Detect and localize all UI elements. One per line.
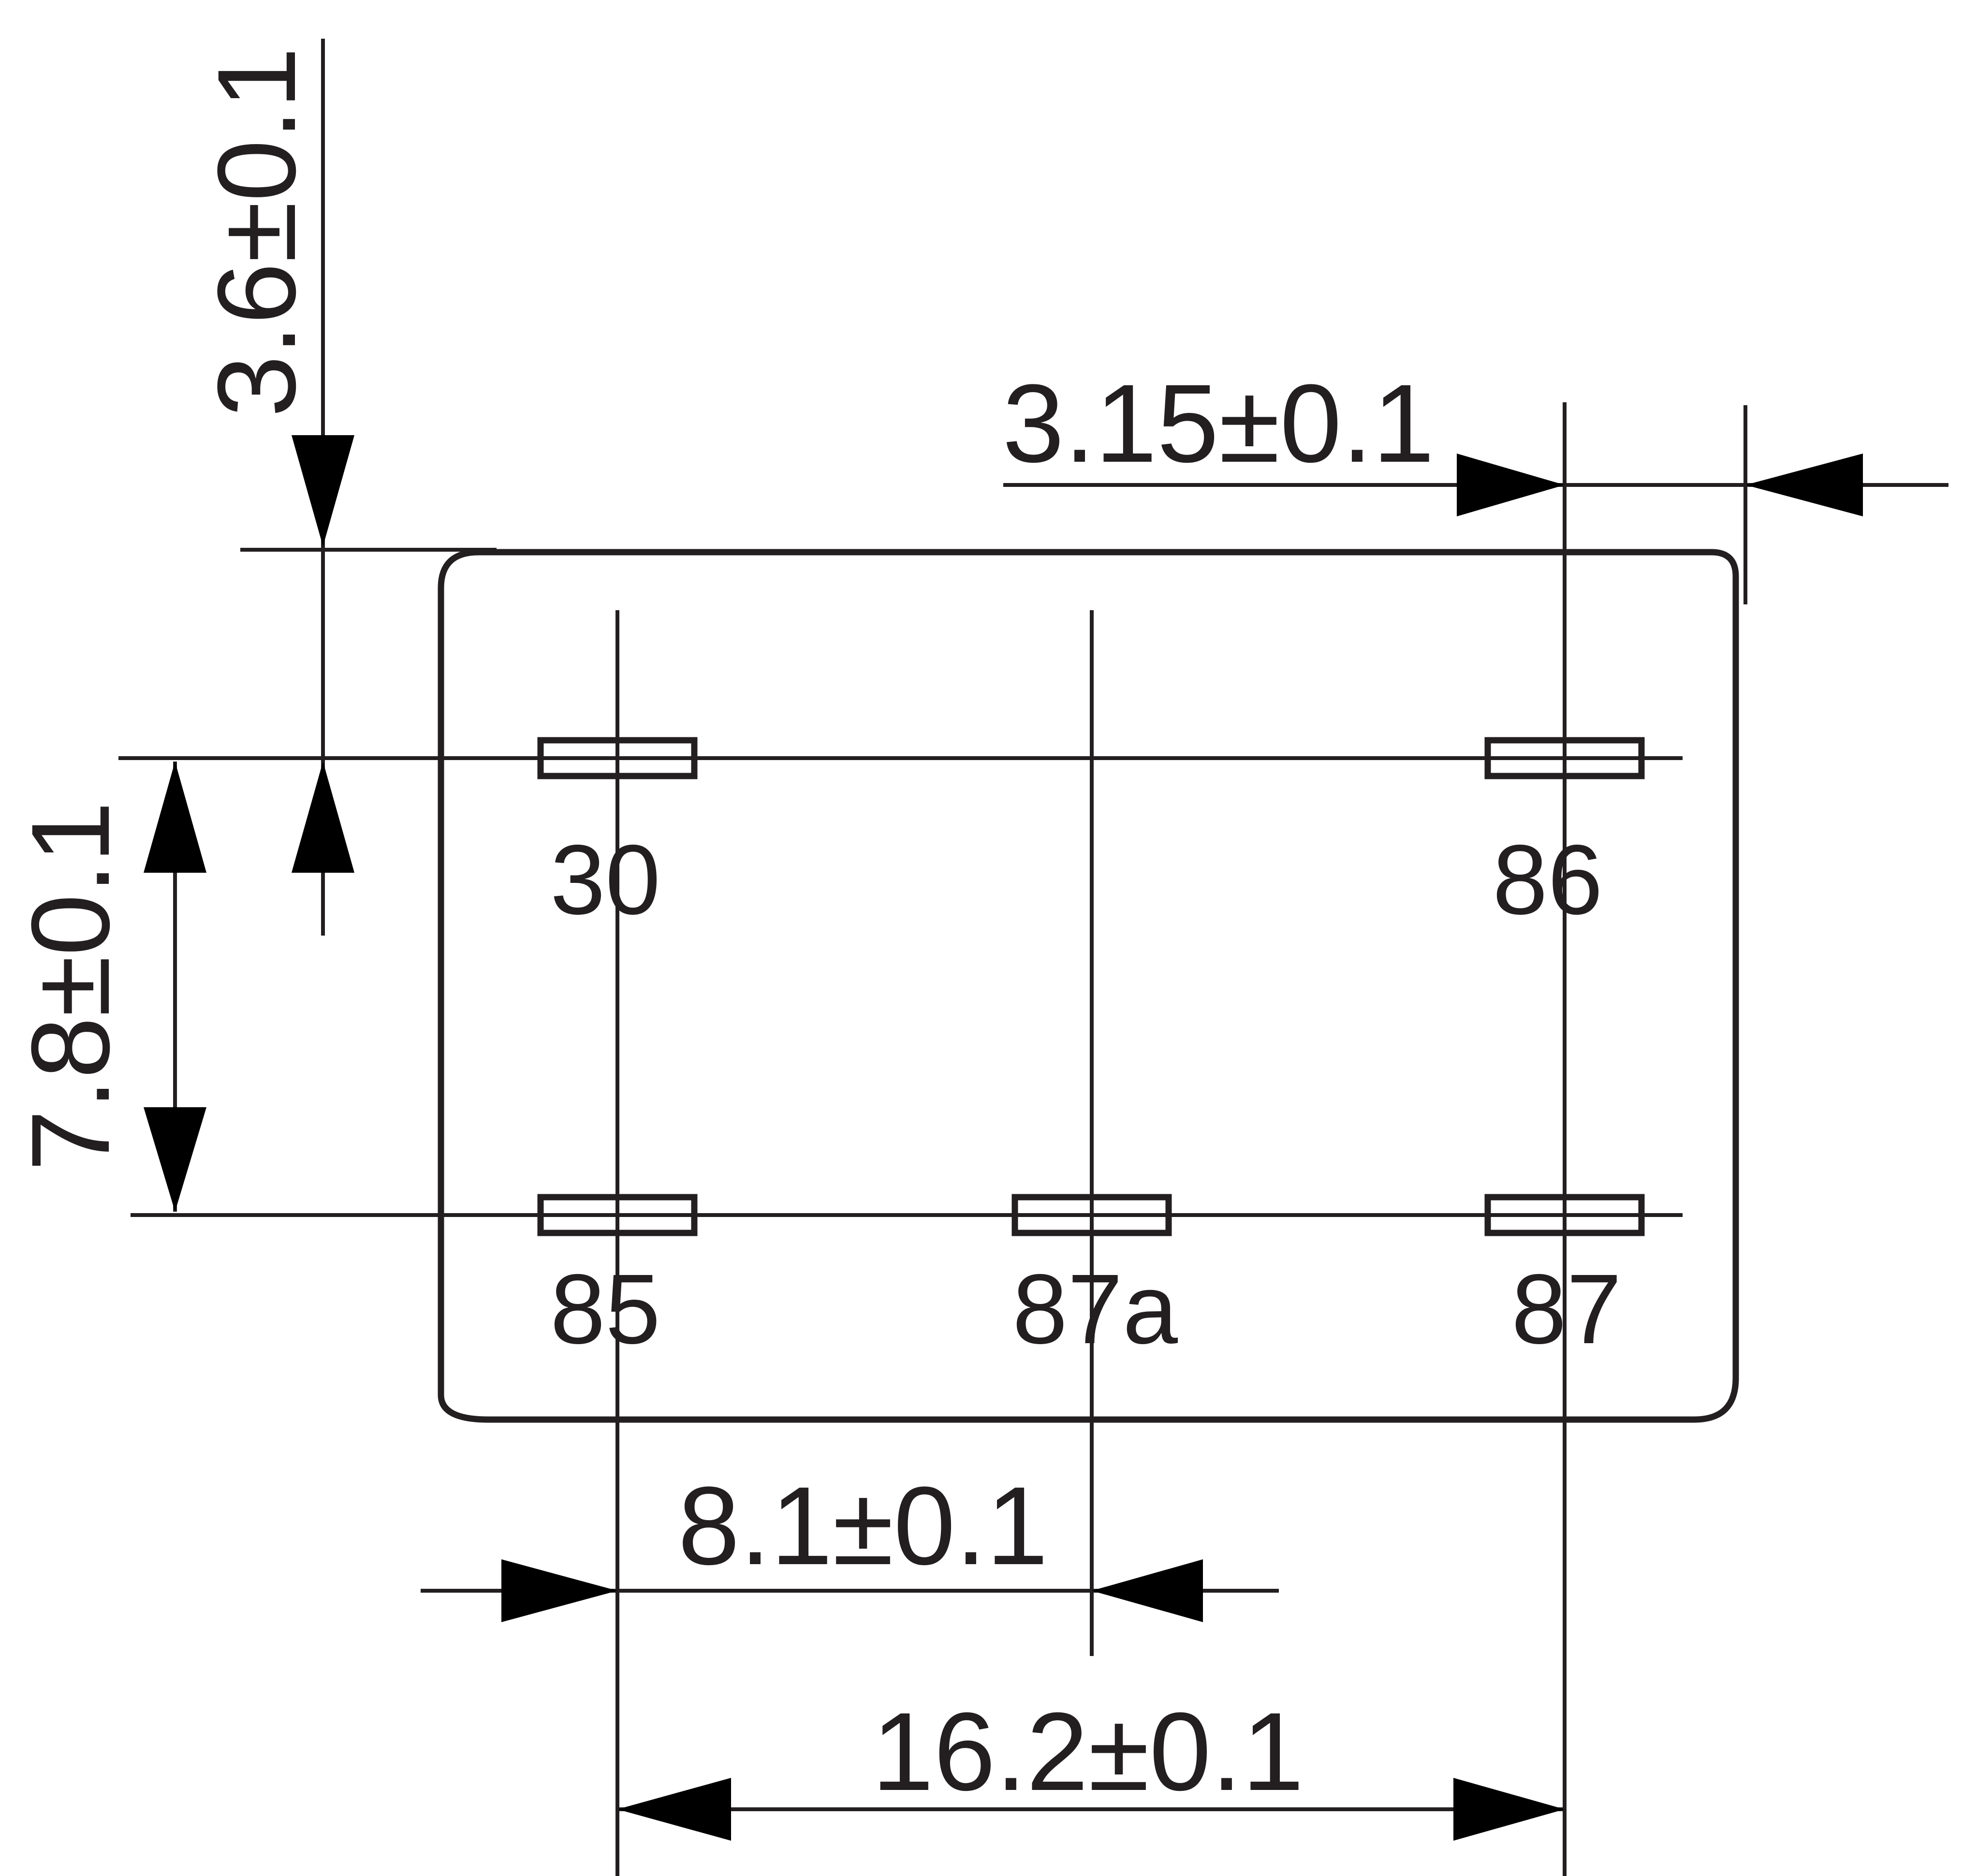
pin-label-85: 85 bbox=[550, 1254, 660, 1364]
arrow-left-icon bbox=[1092, 1559, 1203, 1622]
arrow-right-icon bbox=[1457, 454, 1565, 516]
arrow-down-icon bbox=[292, 435, 354, 546]
dimension-full-pitch bbox=[617, 1778, 1565, 1841]
label-right-offset: 3.15±0.1 bbox=[1002, 361, 1435, 485]
dimension-top-offset bbox=[292, 39, 354, 936]
pin-label-87a: 87a bbox=[1012, 1254, 1178, 1364]
dimension-half-pitch bbox=[421, 1559, 1279, 1622]
arrow-left-icon bbox=[617, 1778, 731, 1841]
label-top-offset: 3.6±0.1 bbox=[194, 47, 319, 417]
arrow-up-icon bbox=[144, 762, 206, 873]
dimension-row-pitch bbox=[144, 762, 206, 1212]
pin-label-87: 87 bbox=[1511, 1254, 1622, 1364]
arrow-right-icon bbox=[1453, 1778, 1565, 1841]
label-half-pitch: 8.1±0.1 bbox=[678, 1464, 1048, 1588]
pin-label-30: 30 bbox=[550, 824, 660, 935]
dimension-right-offset bbox=[1003, 454, 1948, 516]
pin-label-86: 86 bbox=[1493, 824, 1603, 935]
label-row-pitch: 7.8±0.1 bbox=[8, 801, 132, 1172]
arrow-up-icon bbox=[292, 762, 354, 873]
arrow-right-icon bbox=[501, 1559, 617, 1622]
arrow-down-icon bbox=[144, 1107, 206, 1212]
label-full-pitch: 16.2±0.1 bbox=[872, 1689, 1304, 1814]
arrow-left-icon bbox=[1745, 454, 1863, 516]
